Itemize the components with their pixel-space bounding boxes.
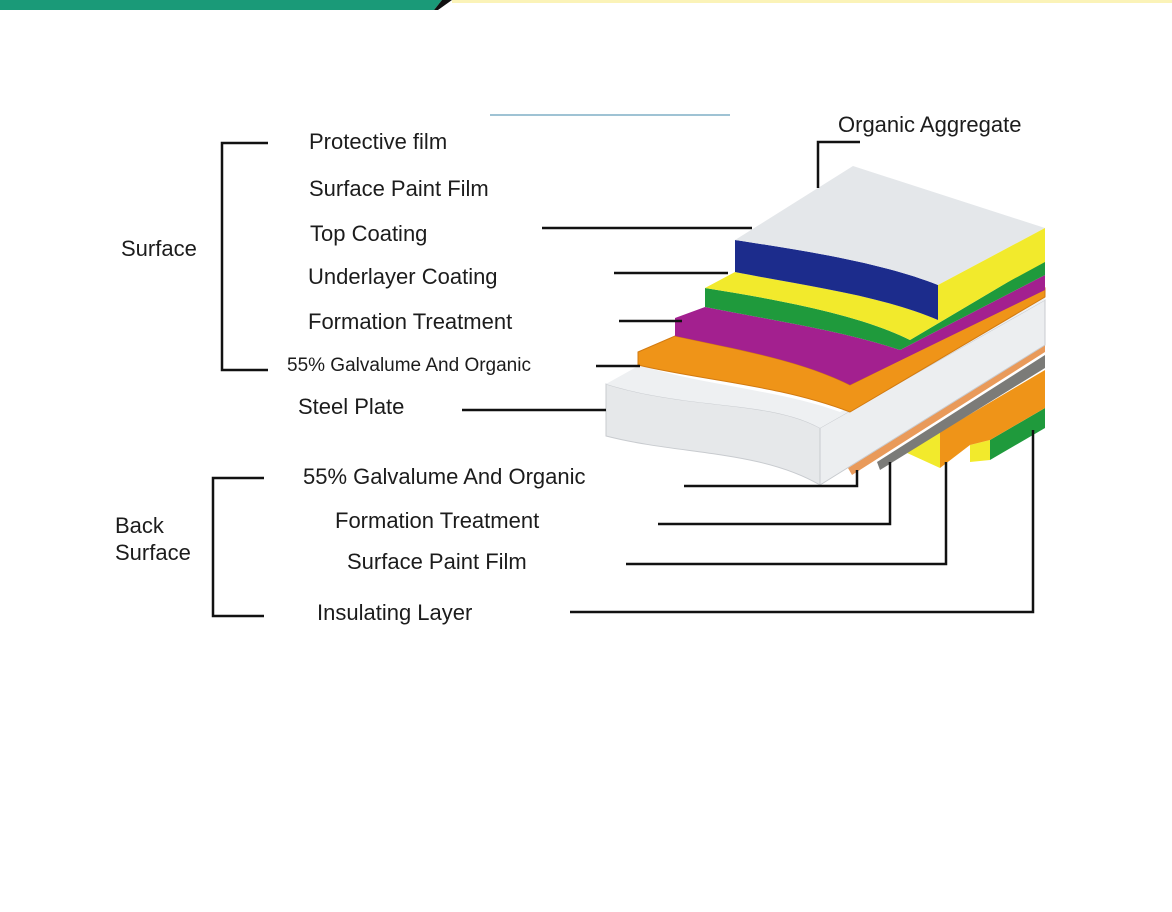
header-dark-edge [434, 0, 452, 10]
protective-film-top [735, 166, 1045, 285]
label-formation-treatment: Formation Treatment [308, 309, 513, 334]
orange-galvalume-layer [637, 287, 1046, 413]
label-insulating-layer: Insulating Layer [317, 600, 473, 625]
back-surface-bracket [211, 476, 264, 618]
label-underlayer-coating: Underlayer Coating [308, 264, 498, 289]
label-protective-film: Protective film [309, 129, 448, 154]
label-steel-plate: Steel Plate [298, 394, 405, 419]
label-formation-treatment-back: Formation Treatment [335, 508, 540, 533]
label-galvalume-back: 55% Galvalume And Organic [303, 464, 586, 489]
group-label-surface: Surface [121, 236, 197, 261]
yellow-top-coating [705, 228, 1045, 340]
label-organic-aggregate: Organic Aggregate [838, 112, 1022, 137]
header-yellow-stripe [452, 0, 1172, 3]
leader-insulating-layer [570, 430, 1035, 614]
back-gray-layer [877, 355, 1045, 470]
back-yellow-layer-right [970, 440, 990, 462]
label-galvalume-surface: 55% Galvalume And Organic [287, 355, 531, 376]
protective-film-side [938, 228, 1045, 320]
group-label-back: Back [115, 513, 164, 538]
group-label-back-surface: Surface [115, 540, 191, 565]
leader-galvalume-back [684, 470, 859, 488]
back-green-layer [990, 408, 1045, 460]
leader-formation-back [658, 462, 892, 526]
leader-paint-film-back [626, 462, 948, 566]
green-underlayer [705, 260, 1045, 350]
magenta-formation-layer [675, 275, 1045, 385]
header-green-stripe [0, 0, 442, 10]
back-orange-layer [940, 370, 1045, 468]
header-banner [0, 0, 1172, 10]
label-paint-film-back: Surface Paint Film [347, 549, 527, 574]
steel-plate-top [606, 295, 1045, 428]
surface-bracket [220, 141, 268, 372]
label-top-coating: Top Coating [310, 221, 428, 246]
label-surface-paint-film: Surface Paint Film [309, 176, 489, 201]
back-orange-strip [848, 345, 1045, 475]
back-yellow-layer [905, 432, 940, 468]
blue-paint-layer [735, 240, 938, 320]
leader-organic-aggregate [816, 140, 860, 188]
